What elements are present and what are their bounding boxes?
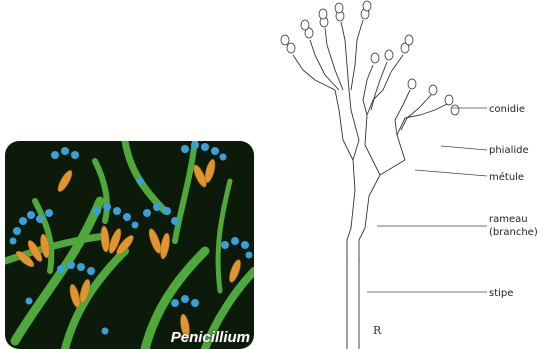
label-stipe: stipe bbox=[489, 288, 513, 299]
conidia-drawing bbox=[281, 1, 459, 115]
branch-right-outline bbox=[359, 160, 405, 262]
metules-left bbox=[303, 40, 357, 90]
label-conidie: conidie bbox=[489, 104, 525, 115]
label-phialide: phialide bbox=[489, 145, 529, 156]
phialides-right bbox=[403, 90, 447, 110]
label-branche: (branche) bbox=[489, 227, 538, 238]
artist-signature: R bbox=[373, 324, 382, 337]
branch-left-outline bbox=[347, 140, 359, 262]
sem-image bbox=[5, 141, 254, 349]
label-rameau: rameau bbox=[489, 214, 528, 225]
rameau-mid bbox=[365, 100, 380, 175]
metules-right bbox=[395, 105, 435, 135]
stipe-outline bbox=[347, 258, 359, 349]
conidiophore-drawing bbox=[293, 20, 447, 349]
photo-caption: Penicillium bbox=[171, 329, 250, 346]
rameau-left-b bbox=[349, 90, 359, 140]
label-metule: métule bbox=[489, 171, 524, 183]
leader-lines bbox=[367, 108, 487, 292]
penicillium-sem-photo: Penicillium bbox=[5, 141, 254, 349]
penicillium-structure-diagram: conidie phialide métule rameau (branche)… bbox=[255, 0, 543, 349]
